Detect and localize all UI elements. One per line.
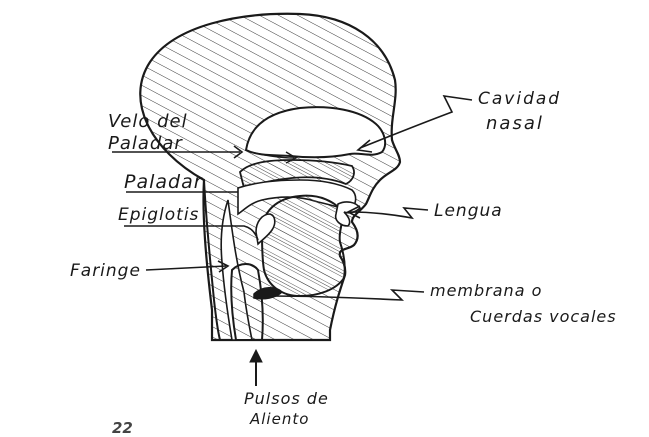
label-epiglotis: Epiglotis xyxy=(118,206,199,225)
label-faringe: Faringe xyxy=(70,262,141,281)
label-velo-del: Velo del xyxy=(108,112,188,132)
arrow-pulsos-head xyxy=(250,350,262,362)
label-paladar-soft: Paladar xyxy=(108,134,183,154)
label-membrana: membrana o xyxy=(430,282,542,300)
trachea xyxy=(231,264,263,340)
label-cavidad: Cavidad xyxy=(478,90,561,109)
tongue xyxy=(262,196,345,296)
label-cuerdas-vocales: Cuerdas vocales xyxy=(470,308,617,326)
label-nasal: nasal xyxy=(486,114,544,134)
label-pulsos-de: Pulsos de xyxy=(244,390,329,408)
page-mark: 22 xyxy=(112,420,133,437)
label-aliento: Aliento xyxy=(250,411,309,428)
label-lengua: Lengua xyxy=(434,202,503,221)
label-paladar: Paladar xyxy=(124,172,203,193)
